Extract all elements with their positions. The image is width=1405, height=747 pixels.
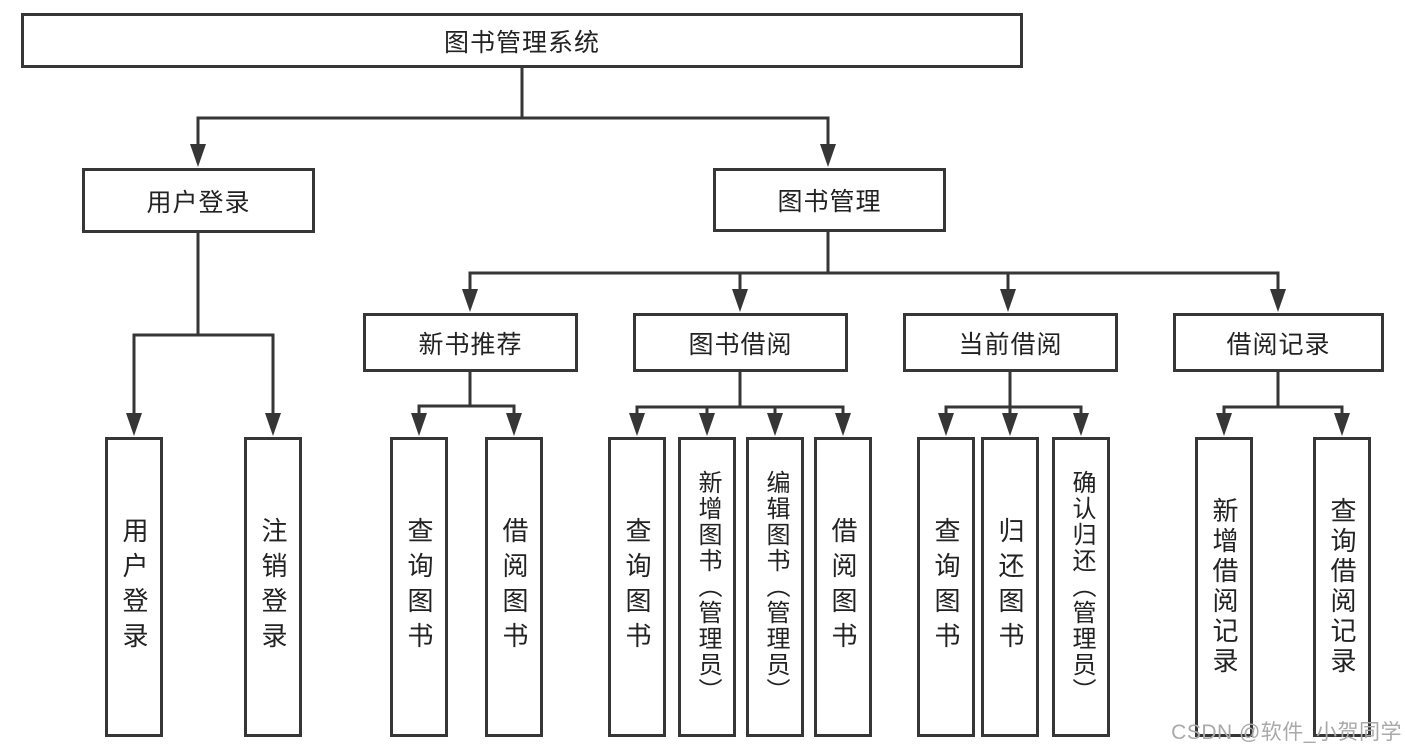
leaf-cb-return-books: 归还图书 [981, 437, 1039, 737]
node-user-login-label: 用户登录 [146, 188, 251, 217]
node-new-book-recommend-label: 新书推荐 [418, 330, 523, 359]
leaf-user-login-label: 用户登录 [119, 517, 149, 657]
leaf-logout: 注销登录 [244, 437, 302, 737]
leaf-bb-edit-books: 编辑图书（管理员） [746, 437, 804, 737]
leaf-logout-label: 注销登录 [258, 517, 288, 657]
leaf-br-query-record-label: 查询借阅记录 [1327, 497, 1357, 677]
node-book-borrow: 图书借阅 [633, 313, 848, 372]
leaf-bb-add-books-label: 新增图书（管理员） [694, 470, 721, 704]
leaf-bb-borrow-books-label: 借阅图书 [828, 517, 858, 657]
leaf-bb-query-books: 查询图书 [608, 437, 666, 737]
leaf-cb-return-books-label: 归还图书 [995, 517, 1025, 657]
node-book-management: 图书管理 [713, 168, 946, 232]
node-borrow-record-label: 借阅记录 [1226, 330, 1331, 359]
csdn-watermark: CSDN @软件_小贺同学 [1171, 721, 1402, 744]
leaf-br-query-record: 查询借阅记录 [1313, 437, 1371, 737]
node-current-borrow: 当前借阅 [903, 313, 1118, 372]
leaf-br-add-record: 新增借阅记录 [1195, 437, 1253, 737]
leaf-nb-query-books: 查询图书 [390, 437, 448, 737]
leaf-bb-query-books-label: 查询图书 [622, 517, 652, 657]
node-book-management-label: 图书管理 [777, 188, 882, 216]
node-user-login: 用户登录 [82, 168, 315, 233]
leaf-nb-borrow-books: 借阅图书 [485, 437, 543, 737]
leaf-cb-query-books-label: 查询图书 [931, 517, 961, 657]
leaf-cb-confirm-return: 确认归还（管理员） [1052, 437, 1110, 737]
node-root-label: 图书管理系统 [443, 28, 600, 57]
leaf-br-add-record-label: 新增借阅记录 [1209, 497, 1239, 677]
leaf-user-login: 用户登录 [105, 437, 163, 737]
leaf-nb-borrow-books-label: 借阅图书 [499, 517, 529, 657]
node-borrow-record: 借阅记录 [1173, 313, 1384, 372]
leaf-cb-query-books: 查询图书 [917, 437, 975, 737]
node-current-borrow-label: 当前借阅 [958, 330, 1063, 359]
leaf-bb-borrow-books: 借阅图书 [814, 437, 872, 737]
node-new-book-recommend: 新书推荐 [363, 313, 578, 372]
leaf-cb-confirm-return-label: 确认归还（管理员） [1068, 470, 1095, 704]
leaf-bb-add-books: 新增图书（管理员） [678, 437, 736, 737]
node-root-library-system: 图书管理系统 [21, 13, 1023, 68]
node-book-borrow-label: 图书借阅 [688, 330, 793, 359]
leaf-bb-edit-books-label: 编辑图书（管理员） [762, 470, 789, 704]
arrowheads [126, 144, 1350, 436]
leaf-nb-query-books-label: 查询图书 [404, 517, 434, 657]
